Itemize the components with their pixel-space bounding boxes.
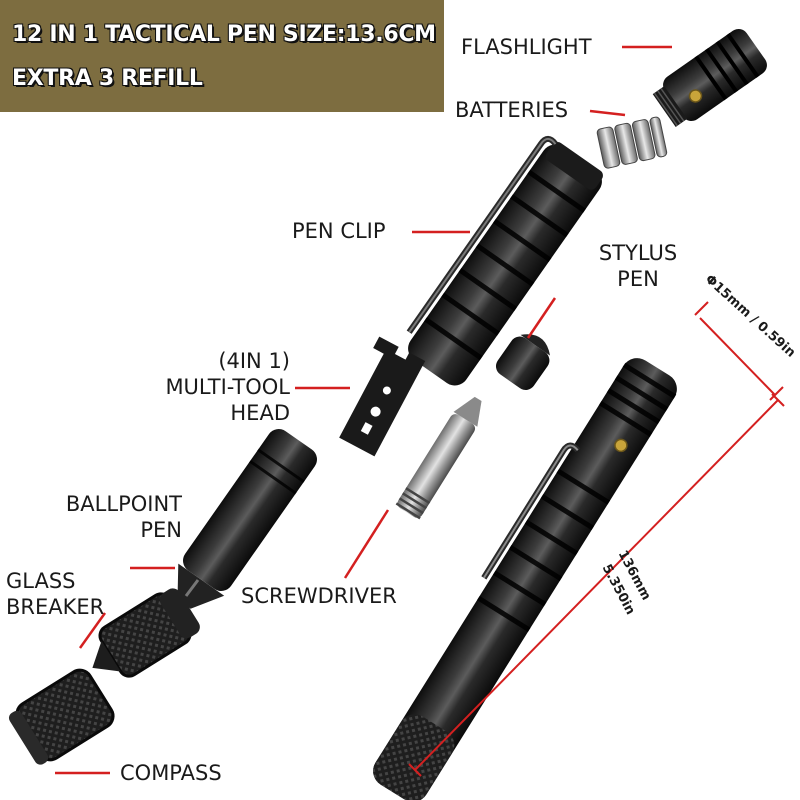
stylus-part	[495, 334, 551, 390]
screwdriver-part	[395, 396, 482, 520]
leader-lines	[55, 45, 672, 775]
label-multitool-line2: MULTI-TOOL	[165, 375, 290, 399]
pen-barrel-part	[406, 135, 603, 386]
multitool-part	[339, 336, 426, 457]
label-glass-line1: GLASS	[6, 569, 76, 593]
diameter-dimension-line	[699, 317, 776, 396]
label-compass: COMPASS	[120, 761, 222, 785]
banner-title: 12 IN 1 TACTICAL PEN SIZE:13.6CM	[12, 22, 436, 47]
dimension-lines	[408, 301, 785, 777]
title-banner: 12 IN 1 TACTICAL PEN SIZE:13.6CM EXTRA 3…	[0, 0, 444, 112]
leader-screwdriver	[343, 509, 390, 579]
leader-glass	[78, 612, 107, 649]
label-screwdriver: SCREWDRIVER	[241, 584, 397, 608]
flashlight-part	[652, 28, 767, 127]
glass-breaker-part	[92, 588, 200, 678]
front-body-part	[177, 429, 317, 609]
label-batteries: BATTERIES	[455, 98, 569, 122]
label-glass-breaker: GLASS BREAKER	[6, 568, 104, 620]
label-ballpoint: BALLPOINT PEN	[30, 491, 182, 543]
label-pen-clip: PEN CLIP	[292, 219, 386, 243]
label-multitool-line1: (4IN 1)	[218, 349, 290, 373]
label-ballpoint-line2: PEN	[140, 518, 182, 542]
compass-part	[8, 668, 115, 765]
length-dimension-line	[414, 399, 779, 771]
label-stylus: STYLUS PEN	[588, 240, 688, 292]
leader-stylus	[526, 297, 557, 339]
label-stylus-line1: STYLUS	[598, 241, 678, 265]
label-flashlight: FLASHLIGHT	[461, 35, 592, 59]
assembled-pen	[373, 358, 677, 800]
label-multitool-line3: HEAD	[230, 401, 290, 425]
banner-subtitle: EXTRA 3 REFILL	[12, 66, 203, 91]
label-glass-line2: BREAKER	[6, 595, 105, 619]
ballpoint-tip	[184, 579, 200, 597]
batteries-part	[596, 116, 668, 169]
label-ballpoint-line1: BALLPOINT	[65, 492, 182, 516]
label-multitool: (4IN 1) MULTI-TOOL HEAD	[130, 348, 290, 426]
leader-batteries	[589, 109, 626, 117]
label-stylus-line2: PEN	[617, 267, 659, 291]
